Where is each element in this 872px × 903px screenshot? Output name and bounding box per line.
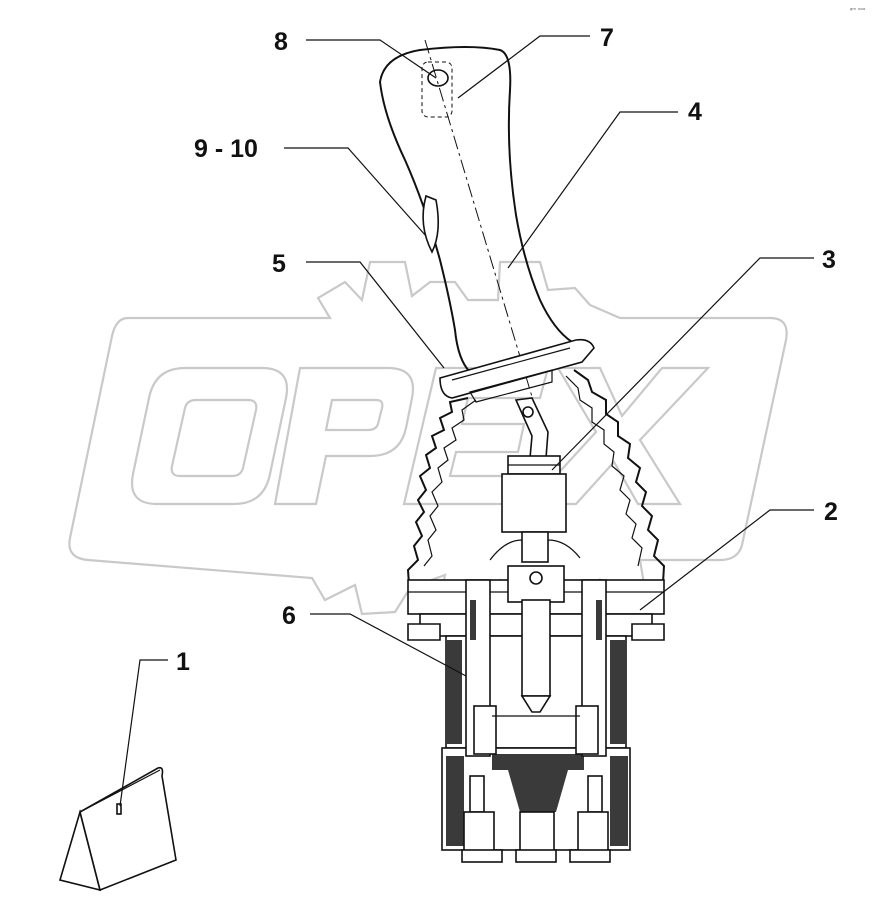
button-8 [427, 69, 449, 87]
card-face [79, 766, 177, 892]
leader-6 [310, 613, 467, 677]
card-slot [116, 803, 122, 815]
watermark-gear-outline [68, 260, 788, 617]
lever-axis [424, 39, 546, 441]
spool-right-rod [587, 775, 603, 813]
lower-wall-left [446, 756, 464, 846]
boot-left-profile [406, 397, 469, 601]
watermark-letter-o [130, 366, 289, 506]
boot-inner-fold [489, 539, 581, 561]
spring-left [473, 705, 497, 755]
fitting-center [515, 849, 557, 863]
housing-wall-left [446, 640, 462, 744]
leader-9-10 [284, 147, 427, 237]
leader-4 [507, 111, 678, 269]
lever-handle [378, 39, 595, 441]
base-plate-insert [469, 369, 553, 403]
leader-8 [306, 39, 437, 79]
button-recess [421, 61, 453, 118]
opex-watermark [68, 260, 788, 617]
spool-left-rod [469, 775, 485, 813]
watermark-letter-p [273, 366, 415, 506]
spool-left-seal [470, 600, 476, 640]
valve-body [441, 579, 631, 863]
callout-8: 8 [274, 28, 288, 56]
callout-1: 1 [176, 648, 190, 676]
spool-center-tip [520, 695, 552, 713]
callout-6: 6 [282, 602, 296, 630]
boot-right-profile [573, 369, 666, 601]
base-plate-groove [451, 347, 571, 381]
flange-ear-left [407, 623, 441, 641]
leader-3 [551, 257, 814, 471]
plunger-ball [529, 571, 543, 585]
rod-upper [514, 397, 549, 459]
callout-7: 7 [600, 24, 614, 52]
leader-5 [306, 261, 445, 369]
spool-right-seal [596, 600, 602, 640]
callout-9-10: 9 - 10 [194, 135, 258, 163]
handle-base-plate [439, 338, 595, 399]
callout-3: 3 [822, 246, 836, 274]
lower-wall-right [610, 756, 628, 846]
boot-right-inner [565, 375, 643, 567]
spool-center [521, 599, 551, 697]
leader-lines [119, 35, 814, 807]
callout-5: 5 [272, 250, 286, 278]
callout-labels: 8 7 4 9 - 10 5 3 2 6 1 [176, 24, 838, 676]
housing-wall-right [610, 640, 626, 744]
spring-right [575, 705, 599, 755]
center-block [508, 770, 568, 812]
port-right [577, 811, 609, 853]
rubber-boot [406, 369, 666, 601]
coupling-stem [521, 531, 549, 563]
callout-4: 4 [688, 98, 702, 126]
callout-2: 2 [824, 498, 838, 526]
rod-pin [522, 406, 534, 418]
fitting-right [569, 849, 611, 863]
label-card-1 [58, 766, 177, 892]
leader-2 [639, 509, 814, 611]
boot-left-inner [423, 399, 477, 567]
port-left [463, 811, 495, 853]
rod-assembly [489, 397, 581, 563]
card-top-edge [79, 769, 161, 813]
fitting-left [461, 849, 503, 863]
side-button-9-10 [422, 194, 440, 254]
coupling [501, 473, 567, 533]
center-bridge [492, 754, 584, 770]
leader-7 [457, 35, 590, 99]
leader-1 [119, 659, 168, 807]
flange-ear-right [631, 623, 665, 641]
corner-mark: ᵍᵐ ᵒᵒᵒ [850, 7, 866, 14]
